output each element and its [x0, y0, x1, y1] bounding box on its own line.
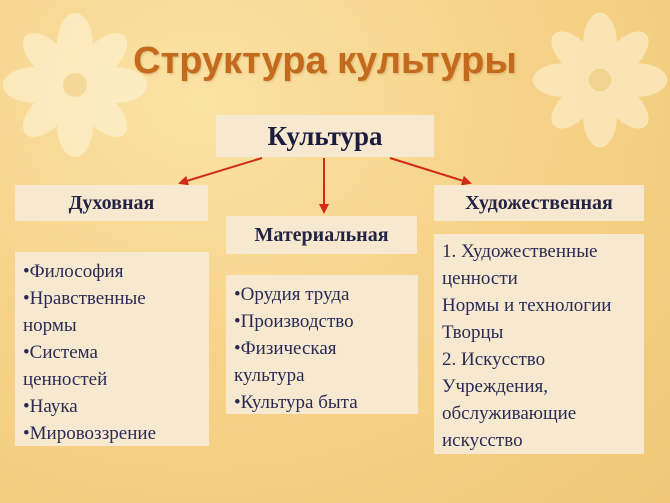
- list-artistic: 1. Художественные ценности Нормы и техно…: [434, 234, 644, 454]
- branch-heading-material: Материальная: [226, 216, 417, 254]
- arrow-to-artistic: [389, 157, 472, 186]
- list-item: ценностей: [23, 369, 108, 390]
- branch-heading-spiritual: Духовная: [15, 185, 208, 221]
- list-item: •Культура быта: [234, 392, 358, 413]
- root-node-culture: Культура: [216, 115, 434, 157]
- list-item: •Нравственные: [23, 288, 146, 309]
- list-item: •Мировоззрение: [23, 423, 156, 444]
- list-item: •Физическая: [234, 338, 337, 359]
- list-item: 1. Художественные: [442, 241, 598, 262]
- branch-heading-artistic: Художественная: [434, 185, 644, 221]
- list-item: искусство: [442, 430, 523, 451]
- list-item: •Система: [23, 342, 98, 363]
- flower-decoration-left: [3, 13, 147, 157]
- list-item: ценности: [442, 268, 518, 289]
- slide-title: Структура культуры: [133, 40, 517, 82]
- list-item: •Философия: [23, 261, 124, 282]
- list-item: нормы: [23, 315, 77, 336]
- list-material: •Орудия труда •Производство •Физическая …: [226, 275, 418, 414]
- list-item: Учреждения,: [442, 376, 548, 397]
- list-item: Нормы и технологии: [442, 295, 612, 316]
- list-item: •Орудия труда: [234, 284, 350, 305]
- list-item: Творцы: [442, 322, 504, 343]
- list-item: культура: [234, 365, 305, 386]
- list-spiritual: •Философия •Нравственные нормы •Система …: [15, 252, 209, 446]
- list-item: обслуживающие: [442, 403, 577, 424]
- list-item: 2. Искусство: [442, 349, 546, 370]
- flower-decoration-right: [532, 12, 668, 148]
- arrow-to-spiritual: [178, 157, 263, 186]
- list-item: •Производство: [234, 311, 354, 332]
- list-item: •Наука: [23, 396, 78, 417]
